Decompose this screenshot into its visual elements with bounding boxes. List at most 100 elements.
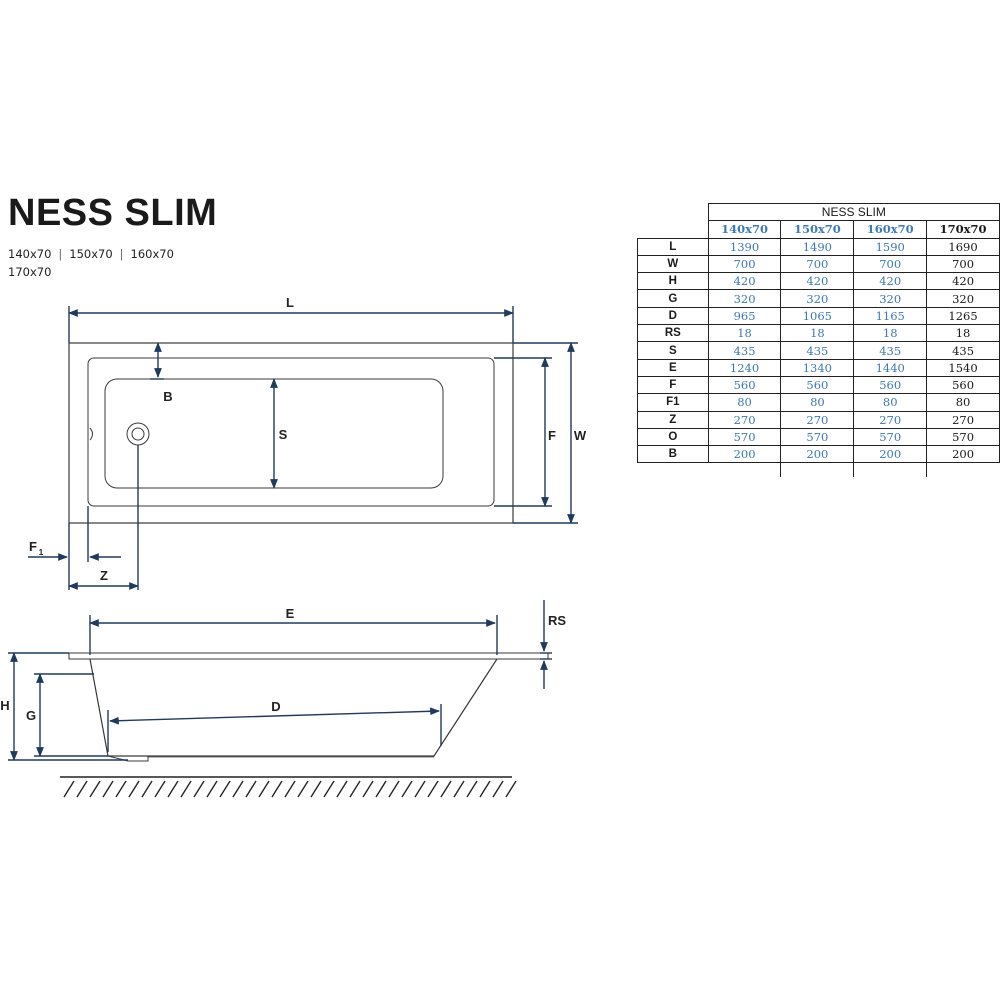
hatch-line (388, 780, 400, 798)
hatch-line (193, 780, 205, 798)
hatch-line (115, 780, 127, 798)
table-param-cell: W (637, 254, 709, 274)
label-f: F (548, 428, 556, 443)
table-value-cell: 320 (707, 289, 782, 308)
table-value-cell: 420 (926, 272, 1000, 291)
table-param-cell: Z (637, 410, 709, 429)
side-view: E RS H G D (0, 600, 566, 798)
hatch-line (180, 780, 192, 798)
table-value-cell: 435 (780, 341, 855, 360)
table-value-cell: 1390 (707, 237, 782, 256)
size-140x70: 140x70 (8, 247, 52, 261)
size-170x70: 170x70 (8, 265, 52, 279)
hatch-line (427, 780, 439, 798)
table-value-cell: 320 (926, 289, 1000, 308)
table-value-cell: 18 (853, 324, 928, 343)
table-value-cell: 570 (853, 427, 928, 447)
table-value-cell: 700 (707, 254, 782, 274)
table-param-cell: E (637, 358, 709, 377)
table-value-cell: 1265 (926, 306, 1000, 326)
table-column-header: 170x70 (926, 220, 1000, 239)
table-value-cell: 1690 (926, 237, 1000, 256)
table-param-cell: RS (637, 324, 709, 343)
size-150x70: 150x70 (69, 247, 113, 261)
table-value-cell: 320 (780, 289, 855, 308)
hatch-line (466, 780, 478, 798)
table-param-cell: S (637, 341, 709, 360)
label-w: W (574, 428, 587, 443)
table-value-cell: 1540 (926, 358, 1000, 377)
table-value-cell: 1065 (780, 306, 855, 326)
hatch-line (128, 780, 140, 798)
table-value-cell: 80 (707, 393, 782, 412)
product-title: NESS SLIM (8, 192, 218, 234)
hatch-line (89, 780, 101, 798)
table-value-cell: 570 (926, 427, 1000, 447)
hatch-line (349, 780, 361, 798)
table-value-cell: 1165 (853, 306, 928, 326)
label-d: D (271, 699, 280, 714)
table-value-cell: 80 (780, 393, 855, 412)
table-value-cell: 18 (780, 324, 855, 343)
table-value-cell: 700 (853, 254, 928, 274)
table-value-cell: 270 (853, 410, 928, 429)
table-value-cell: 1440 (853, 358, 928, 377)
table-value-cell: 435 (707, 341, 782, 360)
table-value-cell: 18 (926, 324, 1000, 343)
label-f1-subscript: 1 (39, 548, 44, 557)
table-value-cell: 200 (853, 445, 928, 464)
hatch-line (284, 780, 296, 798)
table-value-cell: 270 (926, 410, 1000, 429)
table-value-cell: 200 (780, 445, 855, 464)
hatch-line (258, 780, 270, 798)
table-value-cell: 270 (780, 410, 855, 429)
tub-inner-rim (87, 357, 495, 507)
table-value-cell: 965 (707, 306, 782, 326)
hatch-line (414, 780, 426, 798)
hatch-line (232, 780, 244, 798)
table-column-header: 140x70 (707, 220, 782, 239)
table-value-cell: 560 (707, 375, 782, 395)
table-value-cell: 320 (853, 289, 928, 308)
table-value-cell: 80 (926, 393, 1000, 412)
table-value-cell: 1340 (780, 358, 855, 377)
table-value-cell: 80 (853, 393, 928, 412)
hatch-line (63, 780, 75, 798)
hatch-line (206, 780, 218, 798)
tub-side-body (89, 658, 498, 757)
table-value-cell: 570 (780, 427, 855, 447)
label-l: L (286, 295, 294, 310)
drain-icon (126, 422, 150, 446)
table-value-cell: 18 (707, 324, 782, 343)
hatch-line (297, 780, 309, 798)
table-product-name: NESS SLIM (707, 202, 1000, 222)
hatch-line (336, 780, 348, 798)
table-value-cell: 420 (853, 272, 928, 291)
size-160x70: 160x70 (130, 247, 174, 261)
table-param-cell: F (637, 375, 709, 395)
table-value-cell: 1490 (780, 237, 855, 256)
table-value-cell: 420 (707, 272, 782, 291)
tub-side-rim (68, 652, 549, 660)
table-value-cell: 560 (926, 375, 1000, 395)
table-value-cell: 570 (707, 427, 782, 447)
hatch-line (453, 780, 465, 798)
hatch-line (154, 780, 166, 798)
hatch-line (167, 780, 179, 798)
table-value-cell: 435 (853, 341, 928, 360)
hatch-line (310, 780, 322, 798)
top-view: L B S F W F 1 Z (28, 295, 587, 590)
label-s: S (279, 427, 288, 442)
hatch-line (505, 780, 517, 798)
